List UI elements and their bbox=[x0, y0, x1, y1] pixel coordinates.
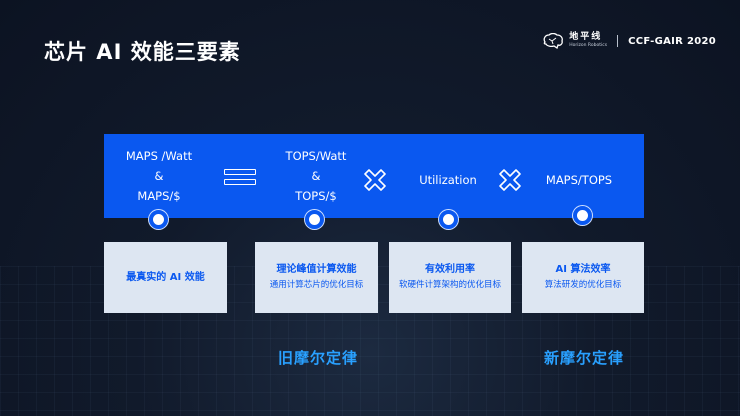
formula-band: MAPS /Watt & MAPS/$ TOPS/Watt & TOPS/$ U… bbox=[104, 134, 644, 218]
card-real-ai-efficiency: 最真实的 AI 效能 bbox=[104, 242, 227, 313]
equals-icon bbox=[224, 169, 256, 175]
connector-node bbox=[573, 206, 592, 225]
term-maps-per-watt-and-dollar: MAPS /Watt & MAPS/$ bbox=[125, 149, 193, 203]
slide-title: 芯片 AI 效能三要素 bbox=[44, 40, 241, 64]
equals-icon-lower-bar bbox=[224, 179, 256, 185]
multiply-icon bbox=[364, 169, 386, 191]
card-theoretical-peak: 理论峰值计算效能 通用计算芯片的优化目标 bbox=[255, 242, 378, 313]
connector-node bbox=[149, 210, 168, 229]
card-utilization: 有效利用率 软硬件计算架构的优化目标 bbox=[389, 242, 511, 313]
brand-name-cn: 地平线 bbox=[569, 32, 603, 43]
header-divider bbox=[617, 35, 619, 47]
connector-node bbox=[439, 210, 458, 229]
brand: 地平线 Horizon Robotics bbox=[542, 32, 608, 50]
new-moores-law-label: 新摩尔定律 bbox=[544, 349, 625, 367]
multiply-icon bbox=[499, 169, 521, 191]
header-branding: 地平线 Horizon Robotics CCF-GAIR 2020 bbox=[542, 30, 716, 52]
brand-name-en: Horizon Robotics bbox=[569, 43, 608, 49]
term-tops-per-watt-and-dollar: TOPS/Watt & TOPS/$ bbox=[285, 149, 347, 203]
horizon-brain-logo-icon bbox=[542, 32, 564, 50]
card-algorithm-efficiency: AI 算法效率 算法研发的优化目标 bbox=[522, 242, 644, 313]
term-maps-per-tops: MAPS/TOPS bbox=[545, 173, 613, 187]
old-moores-law-label: 旧摩尔定律 bbox=[278, 349, 359, 367]
event-name: CCF-GAIR 2020 bbox=[628, 35, 716, 47]
term-utilization: Utilization bbox=[419, 173, 477, 187]
connector-node bbox=[305, 210, 324, 229]
